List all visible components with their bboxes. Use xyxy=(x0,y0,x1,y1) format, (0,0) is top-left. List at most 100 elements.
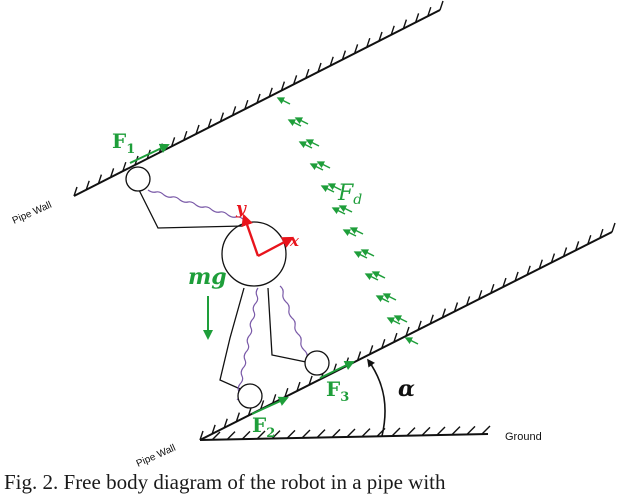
forces: F1 F2 F3 mg Fd xyxy=(112,97,419,441)
hatch-mark xyxy=(436,426,446,436)
hatch-mark xyxy=(317,62,322,73)
hatch-mark xyxy=(195,124,200,135)
ground-line xyxy=(199,425,491,441)
upper-spring xyxy=(147,189,245,221)
hatch-mark xyxy=(514,271,519,282)
lower-left-spring xyxy=(236,287,259,401)
bottom-left-wheel xyxy=(237,383,263,409)
hatch-mark xyxy=(368,345,374,355)
robot-body-circle xyxy=(221,221,287,287)
hatch-mark xyxy=(256,93,261,104)
hatch-mark xyxy=(427,6,432,17)
hatch-mark xyxy=(296,381,301,392)
upper-pipe-wall xyxy=(73,0,444,197)
hatch-mark xyxy=(361,428,371,438)
hatch-mark xyxy=(301,429,311,439)
hatch-mark xyxy=(490,283,495,294)
hatch-mark xyxy=(466,425,476,435)
hatch-mark xyxy=(292,75,298,85)
hatch-mark xyxy=(231,106,237,116)
hatch-mark xyxy=(421,426,431,436)
hatch-mark xyxy=(414,13,420,23)
hatch-mark xyxy=(183,130,188,141)
figure-caption: Fig. 2. Free body diagram of the robot i… xyxy=(4,470,446,494)
hatch-mark xyxy=(353,44,359,54)
hatch-mark xyxy=(73,186,78,197)
drag-arrow xyxy=(360,249,375,257)
hatch-mark xyxy=(538,259,543,269)
hatch-mark xyxy=(417,320,422,331)
drag-arrow xyxy=(320,185,335,193)
drag-arrow xyxy=(294,117,309,125)
hatch-mark xyxy=(97,174,103,184)
hatch-mark xyxy=(223,418,228,428)
hatch-mark xyxy=(331,428,341,438)
hatch-mark xyxy=(305,68,310,79)
hatch-mark xyxy=(526,265,531,276)
hatch-mark xyxy=(308,375,313,386)
hatch-mark xyxy=(170,137,176,147)
hatch-mark xyxy=(211,431,221,441)
drag-arrow xyxy=(393,315,408,323)
hatch-mark xyxy=(465,296,471,306)
hatch-mark xyxy=(199,430,204,441)
drag-force-field xyxy=(276,97,419,345)
lower-right-leg xyxy=(267,287,307,363)
f1-label: F1 xyxy=(112,129,135,157)
axis-x-label: x xyxy=(289,232,300,250)
drag-arrow xyxy=(331,207,346,215)
hatch-mark xyxy=(393,332,398,343)
ground-label: Ground xyxy=(505,431,542,443)
hatch-mark xyxy=(439,0,444,11)
hatch-mark xyxy=(256,430,266,440)
drag-arrow xyxy=(298,141,313,149)
drag-arrow xyxy=(309,163,324,171)
hatch-mark xyxy=(280,81,286,91)
mg-label: mg xyxy=(188,264,227,290)
hatch-mark xyxy=(406,427,416,437)
hatch-mark xyxy=(574,241,580,251)
hatch-mark xyxy=(481,425,491,435)
hatch-mark xyxy=(429,314,434,324)
hatch-mark xyxy=(211,424,216,435)
upper-leg xyxy=(138,189,244,229)
hatch-mark xyxy=(356,351,362,361)
drag-arrow xyxy=(375,295,390,303)
hatch-mark xyxy=(405,326,410,337)
hatch-mark xyxy=(478,290,483,300)
axis-y-label: y xyxy=(235,199,247,219)
hatch-mark xyxy=(381,339,386,349)
hatch-mark xyxy=(599,228,604,239)
hatch-mark xyxy=(451,426,461,436)
top-wheel xyxy=(125,166,151,192)
lower-left-leg xyxy=(219,287,248,393)
hatch-mark xyxy=(329,56,334,67)
drag-arrow xyxy=(305,139,320,147)
hatch-mark xyxy=(268,87,273,98)
hatch-mark xyxy=(587,235,592,245)
hatch-mark xyxy=(259,400,265,410)
drag-arrow xyxy=(316,161,331,169)
robot xyxy=(125,166,330,409)
hatch-mark xyxy=(207,118,212,129)
pipe-wall-top-label: Pipe Wall xyxy=(11,200,54,227)
hatch-mark xyxy=(271,430,281,440)
hatch-mark xyxy=(241,430,251,440)
hatch-mark xyxy=(286,429,296,439)
hatch-mark xyxy=(235,412,241,422)
free-body-diagram: y x F1 F2 F3 mg Fd α Pipe Wall Pipe Wall… xyxy=(11,0,616,470)
lower-right-spring xyxy=(279,285,311,367)
hatch-mark xyxy=(391,427,401,437)
drag-arrow xyxy=(287,119,302,127)
drag-arrow xyxy=(382,293,397,301)
hatch-mark xyxy=(244,99,249,110)
hatch-mark xyxy=(219,112,225,122)
drag-arrow xyxy=(364,273,379,281)
drag-arrow xyxy=(349,227,364,235)
drag-arrow xyxy=(353,251,368,259)
bottom-right-wheel xyxy=(304,350,330,376)
hatch-mark xyxy=(453,302,459,312)
hatch-mark xyxy=(378,31,383,42)
f3-label: F3 xyxy=(326,377,349,405)
f2-label: F2 xyxy=(252,413,275,441)
